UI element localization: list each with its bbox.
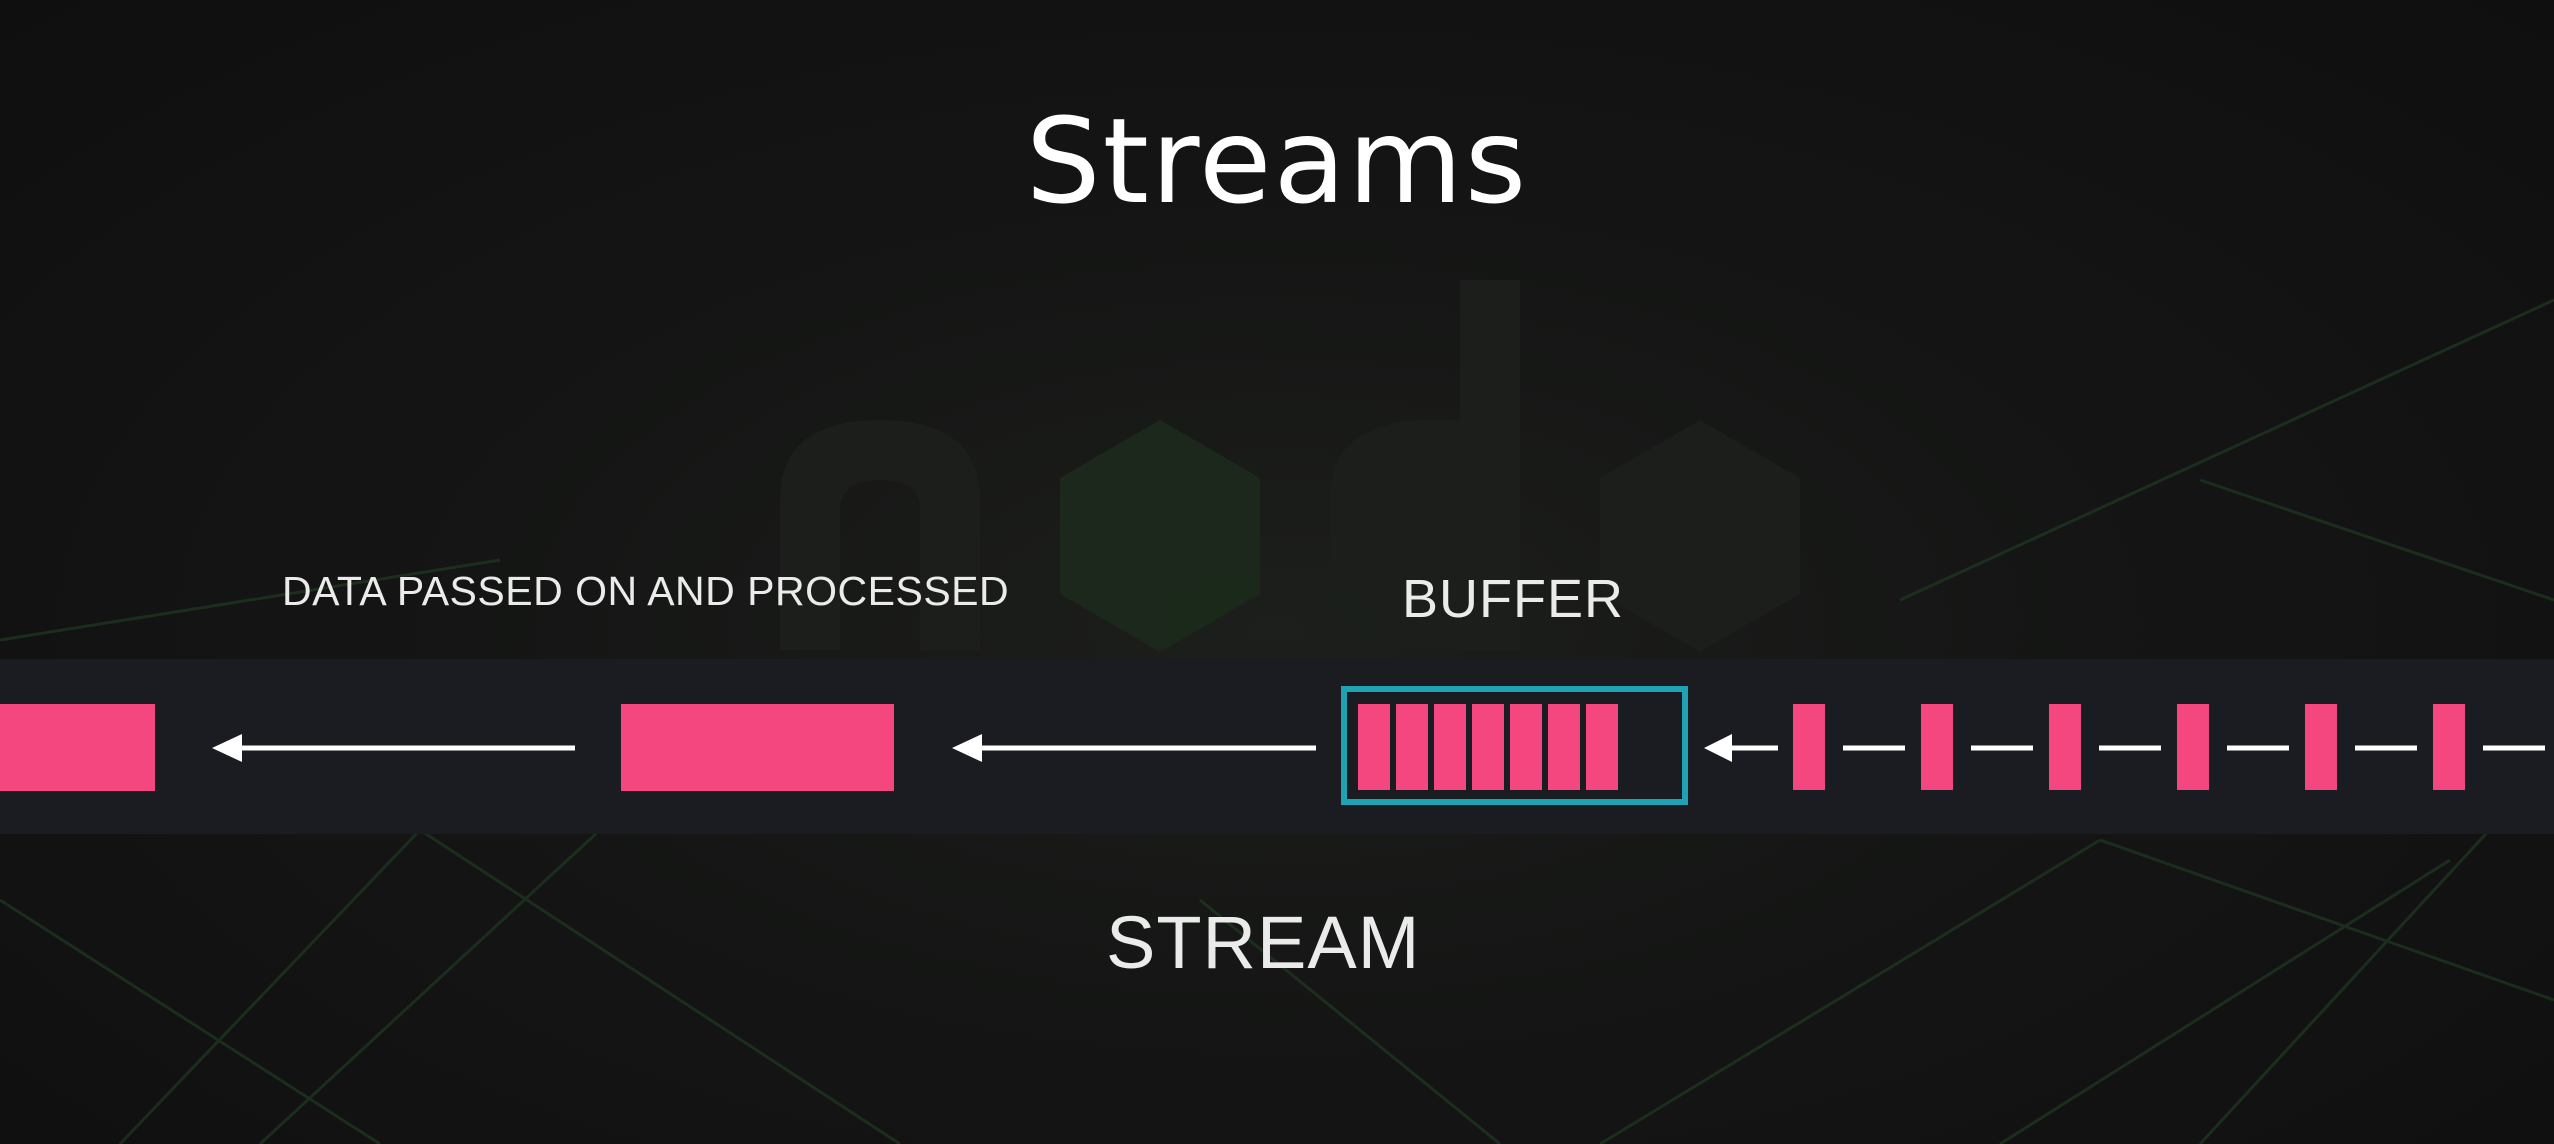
processed-chunk-middle xyxy=(621,704,894,791)
incoming-chunk xyxy=(2305,704,2337,790)
incoming-chunk xyxy=(1921,704,1953,790)
processed-chunk-left xyxy=(0,704,155,791)
arrow-left-icon xyxy=(952,734,1316,762)
buffer-segment xyxy=(1396,704,1428,790)
incoming-chunk xyxy=(2049,704,2081,790)
incoming-chunk xyxy=(2177,704,2209,790)
arrow-left-icon xyxy=(1704,734,1778,762)
arrow-left-icon xyxy=(212,734,575,762)
buffer-segment xyxy=(1434,704,1466,790)
buffer-label: BUFFER xyxy=(1402,569,1624,629)
buffer-segment xyxy=(1510,704,1542,790)
buffer-segment xyxy=(1586,704,1618,790)
incoming-chunk xyxy=(2433,704,2465,790)
buffer-segment xyxy=(1472,704,1504,790)
buffer-segment xyxy=(1358,704,1390,790)
buffer-segment xyxy=(1548,704,1580,790)
slide-title: Streams xyxy=(1025,92,1529,230)
nodejs-logo-watermark xyxy=(780,280,1800,652)
stream-label: STREAM xyxy=(1106,901,1421,984)
incoming-chunk xyxy=(1793,704,1825,790)
buffer-box xyxy=(1341,686,1688,805)
processed-label: DATA PASSED ON AND PROCESSED xyxy=(282,568,1010,614)
incoming-chunks xyxy=(1793,704,2545,790)
